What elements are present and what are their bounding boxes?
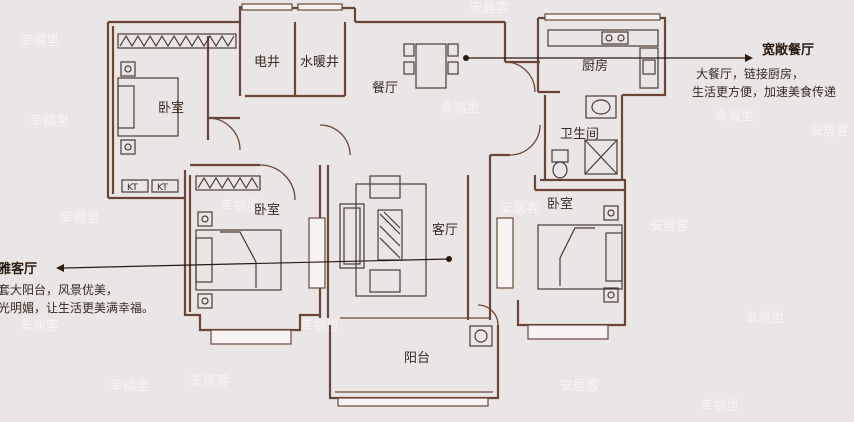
room-label-bedroom: 卧室: [158, 100, 184, 116]
window: [544, 13, 661, 21]
watermark: 幸福里: [745, 311, 784, 326]
window: [297, 3, 343, 11]
room-label-electric-shaft: 电井: [254, 55, 280, 70]
wardrobe: [195, 175, 261, 191]
room-label-kitchen: 厨房: [582, 58, 608, 74]
callout-living: 雅客厅 套大阳台，风景优美， 光明媚，让生活更美满幸福。: [0, 256, 452, 315]
watermark: 安居客: [470, 0, 509, 16]
watermark: 安居客: [810, 123, 849, 139]
watermark: 安居客: [650, 218, 689, 234]
bathroom-fixtures: [551, 95, 618, 179]
callout-living-line: 套大阳台，风景优美，: [0, 282, 118, 297]
arrow-right-icon: [745, 54, 753, 62]
wardrobe: [117, 33, 237, 49]
callout-dining: 宽敞餐厅 大餐厅，链接厨房， 生活更方便，加速美食传递: [463, 42, 836, 99]
armchair: [369, 175, 401, 199]
room-label-balcony: 阳台: [404, 351, 430, 366]
kitchen-fixtures: [547, 29, 659, 89]
sofa: [339, 203, 365, 269]
door-arc: [259, 164, 296, 201]
window: [337, 397, 489, 407]
window: [527, 324, 609, 340]
window: [241, 3, 293, 11]
armchair: [369, 269, 401, 293]
kt-label: KT: [127, 183, 138, 193]
room-label-water-shaft: 水暖井: [300, 55, 339, 70]
watermark: 幸福里: [20, 34, 59, 49]
callout-living-line: 光明媚，让生活更美满幸福。: [0, 300, 154, 315]
watermark: 幸福里: [715, 109, 754, 124]
rug: [355, 183, 427, 297]
room-label-bathroom: 卫生间: [560, 127, 599, 142]
kt-label: KT: [157, 183, 168, 193]
watermark: 安居客: [560, 378, 599, 394]
callout-dining-title: 宽敞餐厅: [761, 42, 814, 58]
watermark: 幸福里: [300, 319, 339, 334]
window: [496, 217, 514, 289]
watermark: 幸福里: [440, 101, 479, 116]
door-arc: [319, 124, 351, 156]
callout-dining-line: 生活更方便，加速美食传递: [692, 84, 836, 99]
door-arc: [477, 304, 499, 326]
watermark: 幸福里: [220, 199, 259, 214]
watermark: 安居客: [500, 200, 539, 216]
door-arc: [504, 61, 536, 93]
room-label-living: 客厅: [432, 222, 458, 238]
balcony-box: [469, 325, 493, 347]
watermark: 安居客: [20, 318, 59, 334]
window: [210, 329, 292, 345]
wardrobes: [117, 33, 261, 191]
watermark: 安居客: [190, 373, 229, 389]
arrow-left-icon: [56, 264, 64, 272]
room-labels: 卧室 电井 水暖井 餐厅 厨房 卫生间 卧室 客厅 卧室 阳台: [158, 55, 608, 366]
watermark: 幸福里: [60, 211, 99, 226]
doors: [207, 61, 541, 326]
room-label-bedroom: 卧室: [547, 196, 573, 212]
watermark: 幸福里: [110, 379, 149, 394]
room-label-dining: 餐厅: [372, 80, 398, 96]
windows: [210, 3, 661, 407]
callout-dining-line: 大餐厅，链接厨房，: [696, 66, 804, 81]
beds: KT KT: [117, 61, 623, 309]
room-label-bedroom: 卧室: [254, 202, 280, 218]
door-arc: [509, 124, 541, 156]
watermark: 幸福里: [700, 399, 739, 414]
watermark: 幸福里: [30, 114, 69, 129]
callout-living-title: 雅客厅: [0, 261, 37, 277]
door-arc: [207, 117, 241, 151]
dining-table: [403, 43, 459, 89]
window: [308, 217, 326, 289]
